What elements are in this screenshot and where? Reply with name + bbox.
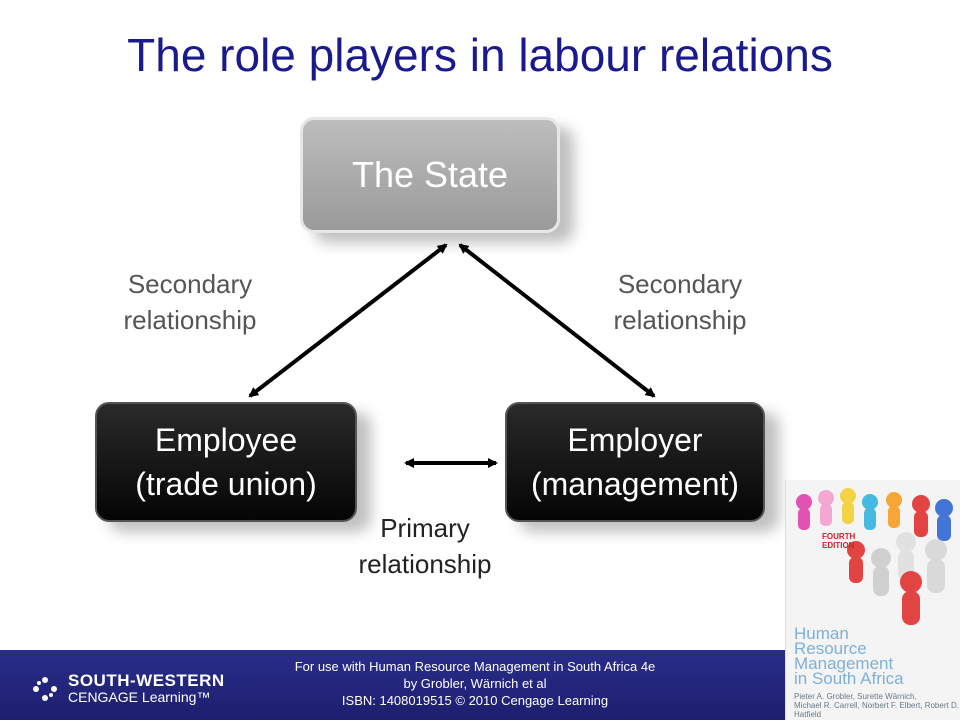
secondary-right-line2: relationship (613, 305, 747, 335)
secondary-left-line2: relationship (123, 305, 257, 335)
secondary-right-line1: Secondary (617, 269, 743, 299)
employer-node-sublabel: (management) (530, 466, 740, 502)
book-title-line4: in South Africa (794, 669, 904, 688)
employee-node: Employee (trade union) (95, 402, 357, 522)
book-edition-line2: EDITION (822, 541, 855, 550)
cengage-logo-icon (33, 676, 57, 701)
book-authors: Pieter A. Grobler, Surette Wärnich, Mich… (794, 692, 959, 719)
primary-line2: relationship (358, 549, 492, 579)
book-title: Human Resource Management in South Afric… (794, 624, 914, 688)
secondary-arrow-right (458, 243, 656, 398)
primary-relationship-label: Primary relationship (330, 510, 520, 582)
book-title-line2: Resource (794, 639, 867, 658)
employer-node: Employer (management) (505, 402, 765, 522)
footer-line-2: by Grobler, Wärnich et al (403, 676, 547, 691)
footer-line-1: For use with Human Resource Management i… (294, 659, 656, 674)
book-edition: FOURTH EDITION (822, 532, 855, 550)
primary-line1: Primary (380, 513, 470, 543)
book-authors-line1: Pieter A. Grobler, Surette Wärnich, (794, 692, 917, 701)
secondary-relationship-right-label: Secondary relationship (590, 266, 770, 338)
book-cover: FOURTH EDITION Human Resource Management… (785, 480, 960, 720)
employer-node-label: Employer (567, 422, 703, 458)
state-node: The State (300, 117, 560, 233)
book-authors-line2: Michael R. Carrell, Norbert F. Elbert, R… (794, 701, 959, 719)
brand-name: SOUTH-WESTERN (68, 671, 225, 690)
secondary-left-line1: Secondary (127, 269, 253, 299)
employee-node-sublabel: (trade union) (135, 466, 317, 502)
book-edition-line1: FOURTH (822, 532, 856, 541)
footer-citation: For use with Human Resource Management i… (250, 658, 700, 709)
state-node-label: The State (351, 154, 509, 195)
publisher-brand: SOUTH-WESTERN CENGAGE Learning™ (30, 672, 225, 705)
book-cover-pawns-illustration (796, 488, 953, 625)
book-title-line3: Management (794, 654, 894, 673)
secondary-relationship-left-label: Secondary relationship (100, 266, 280, 338)
brand-subtitle: CENGAGE Learning™ (68, 689, 211, 705)
employee-node-label: Employee (154, 422, 298, 458)
slide-title: The role players in labour relations (127, 29, 833, 81)
footer-line-3: ISBN: 1408019515 © 2010 Cengage Learning (341, 693, 609, 708)
secondary-arrow-left (248, 243, 448, 398)
book-title-line1: Human (794, 624, 849, 643)
